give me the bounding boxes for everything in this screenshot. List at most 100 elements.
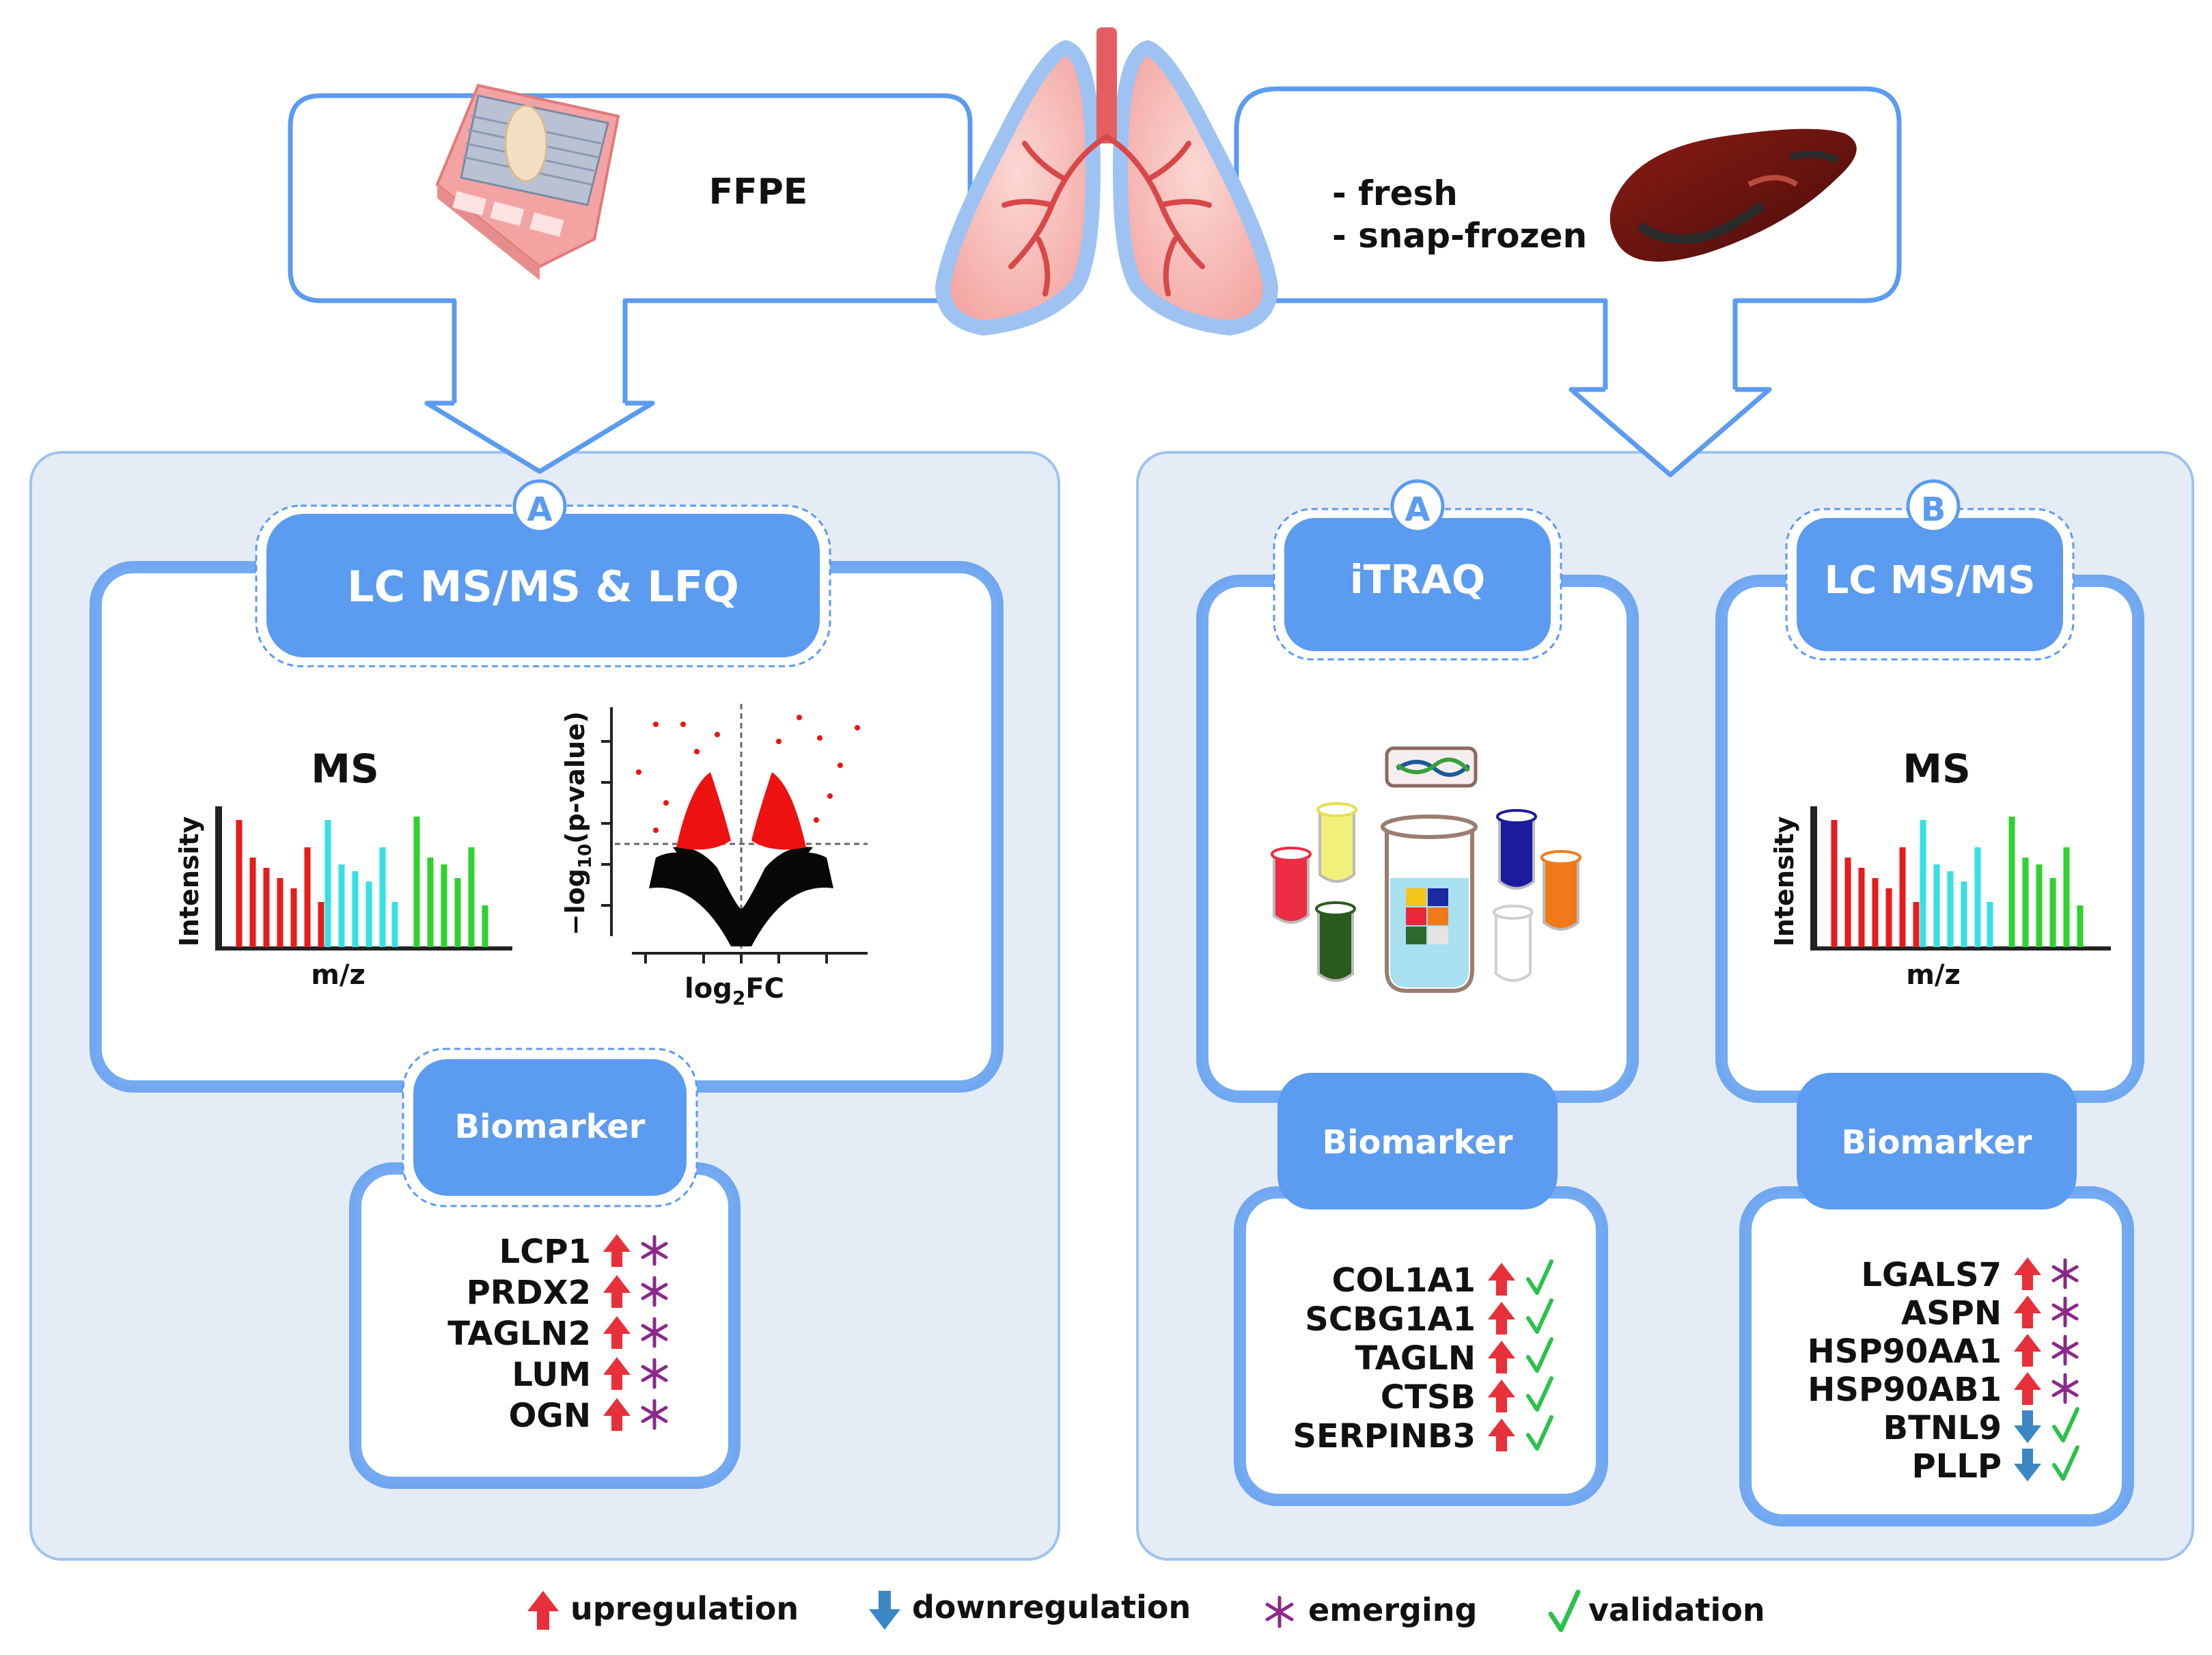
- up-arrow-icon: [2014, 1334, 2041, 1367]
- emerging-asterisk-icon: [641, 1235, 668, 1266]
- biomarker-name: TAGLN2: [447, 1315, 591, 1353]
- validation-check-icon: [1526, 1298, 1553, 1334]
- biomarker-name: OGN: [509, 1397, 591, 1435]
- lungs-icon: [935, 27, 1279, 336]
- up-arrow-icon: [1488, 1419, 1515, 1451]
- emerging-asterisk-icon: [2051, 1296, 2079, 1328]
- up-arrow-icon: [603, 1357, 631, 1390]
- ms-spectrum-right: [1810, 806, 2111, 950]
- biomarker-row: LUM: [512, 1356, 668, 1394]
- biomarker-row: HSP90AA1: [1808, 1332, 2079, 1371]
- ms-spectrum-left: [215, 806, 512, 950]
- itraq-box: [1284, 518, 1551, 651]
- emerging-asterisk-icon: [641, 1317, 668, 1348]
- legend-emerging-asterisk-icon: [1265, 1596, 1294, 1628]
- up-arrow-icon: [2014, 1372, 2041, 1405]
- legend-down-arrow-icon: [869, 1591, 900, 1630]
- ms-title-right: MS: [1903, 746, 1971, 792]
- up-arrow-icon: [603, 1234, 631, 1267]
- snap-frozen-label: - snap-frozen: [1332, 216, 1587, 256]
- left-biomarker-title: Biomarker: [455, 1108, 646, 1146]
- itraq-label: iTRAQ: [1350, 556, 1485, 603]
- biomarker-name: HSP90AA1: [1808, 1332, 2002, 1371]
- biomarker-row: TAGLN2: [447, 1315, 668, 1353]
- volcano-ylabel: −log10(p-value): [560, 711, 596, 935]
- validation-check-icon: [1526, 1376, 1553, 1412]
- lcmsms-biomarker-header: [1797, 1073, 2077, 1209]
- frozen-tissue-icon: [1609, 128, 1857, 262]
- up-arrow-icon: [603, 1398, 631, 1431]
- biomarker-name: SCBG1A1: [1305, 1300, 1476, 1339]
- biomarker-name: TAGLN: [1355, 1339, 1476, 1378]
- biomarker-row: PLLP: [1911, 1445, 2079, 1486]
- biomarker-row: SCBG1A1: [1305, 1298, 1553, 1339]
- biomarker-row: ASPN: [1901, 1294, 2079, 1332]
- biomarker-row: CTSB: [1381, 1376, 1553, 1417]
- up-arrow-icon: [1488, 1380, 1515, 1412]
- volcano-xlabel: log2FC: [685, 973, 784, 1009]
- ms-ylabel-right: Intensity: [1769, 816, 1799, 946]
- biomarker-row: HSP90AB1: [1808, 1371, 2079, 1409]
- emerging-asterisk-icon: [641, 1399, 668, 1430]
- validation-check-icon: [2052, 1407, 2079, 1442]
- up-arrow-icon: [603, 1316, 631, 1349]
- validation-check-icon: [2052, 1445, 2079, 1481]
- lc-msms-lfq-box: [266, 514, 820, 657]
- biomarker-row: COL1A1: [1331, 1259, 1553, 1300]
- up-arrow-icon: [2014, 1257, 2041, 1290]
- lcmsms-label: LC MS/MS: [1825, 558, 2036, 603]
- biomarker-row: BTNL9: [1883, 1407, 2079, 1447]
- biomarker-name: LUM: [512, 1356, 591, 1394]
- biomarker-row: PRDX2: [467, 1274, 668, 1312]
- biomarker-row: OGN: [509, 1397, 668, 1435]
- biomarker-name: PRDX2: [467, 1274, 591, 1312]
- down-arrow-icon: [2014, 1449, 2041, 1481]
- lcmsms-biomarker-title: Biomarker: [1842, 1123, 2032, 1162]
- up-arrow-icon: [1488, 1302, 1515, 1335]
- biomarker-name: LGALS7: [1861, 1256, 2002, 1294]
- volcano-plot: [601, 704, 868, 963]
- emerging-asterisk-icon: [2051, 1258, 2079, 1289]
- biomarker-name: HSP90AB1: [1808, 1371, 2002, 1409]
- ms-xlabel-left: m/z: [311, 959, 365, 991]
- legend-validation: validation: [1588, 1591, 1765, 1628]
- legend-downregulation: downregulation: [912, 1589, 1191, 1626]
- down-arrow-icon: [2014, 1410, 2041, 1443]
- emerging-asterisk-icon: [2051, 1335, 2079, 1366]
- biomarker-row: SERPINB3: [1292, 1415, 1553, 1455]
- fresh-label: - fresh: [1332, 174, 1458, 213]
- itraq-tubes-illustration: [1271, 746, 1581, 993]
- up-arrow-icon: [1488, 1341, 1515, 1373]
- up-arrow-icon: [1488, 1263, 1515, 1296]
- itraq-biomarker-header: [1277, 1073, 1558, 1209]
- left-biomarker-header: [413, 1059, 687, 1196]
- biomarker-row: LGALS7: [1861, 1256, 2079, 1294]
- emerging-asterisk-icon: [641, 1276, 668, 1307]
- biomarker-name: LCP1: [499, 1233, 591, 1271]
- badge-a-left: A: [527, 491, 552, 529]
- biomarker-name: ASPN: [1901, 1294, 2002, 1332]
- biomarker-name: CTSB: [1381, 1378, 1476, 1417]
- lcmsms-box: [1797, 518, 2063, 651]
- lc-msms-lfq-label: LC MS/MS & LFQ: [347, 562, 739, 612]
- ms-ylabel-left: Intensity: [174, 816, 204, 946]
- validation-check-icon: [1526, 1337, 1553, 1373]
- badge-a-right: A: [1405, 491, 1430, 529]
- legend: upregulation downregulation emerging val…: [527, 1589, 1765, 1632]
- legend-validation-check-icon: [1548, 1589, 1581, 1632]
- ffpe-cassette-icon: [435, 83, 620, 280]
- legend-upregulation: upregulation: [570, 1590, 799, 1627]
- ms-title-left: MS: [311, 746, 379, 792]
- biomarker-row: LCP1: [499, 1233, 668, 1271]
- legend-up-arrow-icon: [527, 1591, 559, 1630]
- badge-b-right: B: [1921, 491, 1946, 529]
- emerging-asterisk-icon: [641, 1358, 668, 1389]
- ffpe-label: FFPE: [709, 172, 808, 213]
- ms-xlabel-right: m/z: [1906, 959, 1961, 991]
- validation-check-icon: [1526, 1259, 1553, 1295]
- legend-emerging: emerging: [1308, 1591, 1477, 1628]
